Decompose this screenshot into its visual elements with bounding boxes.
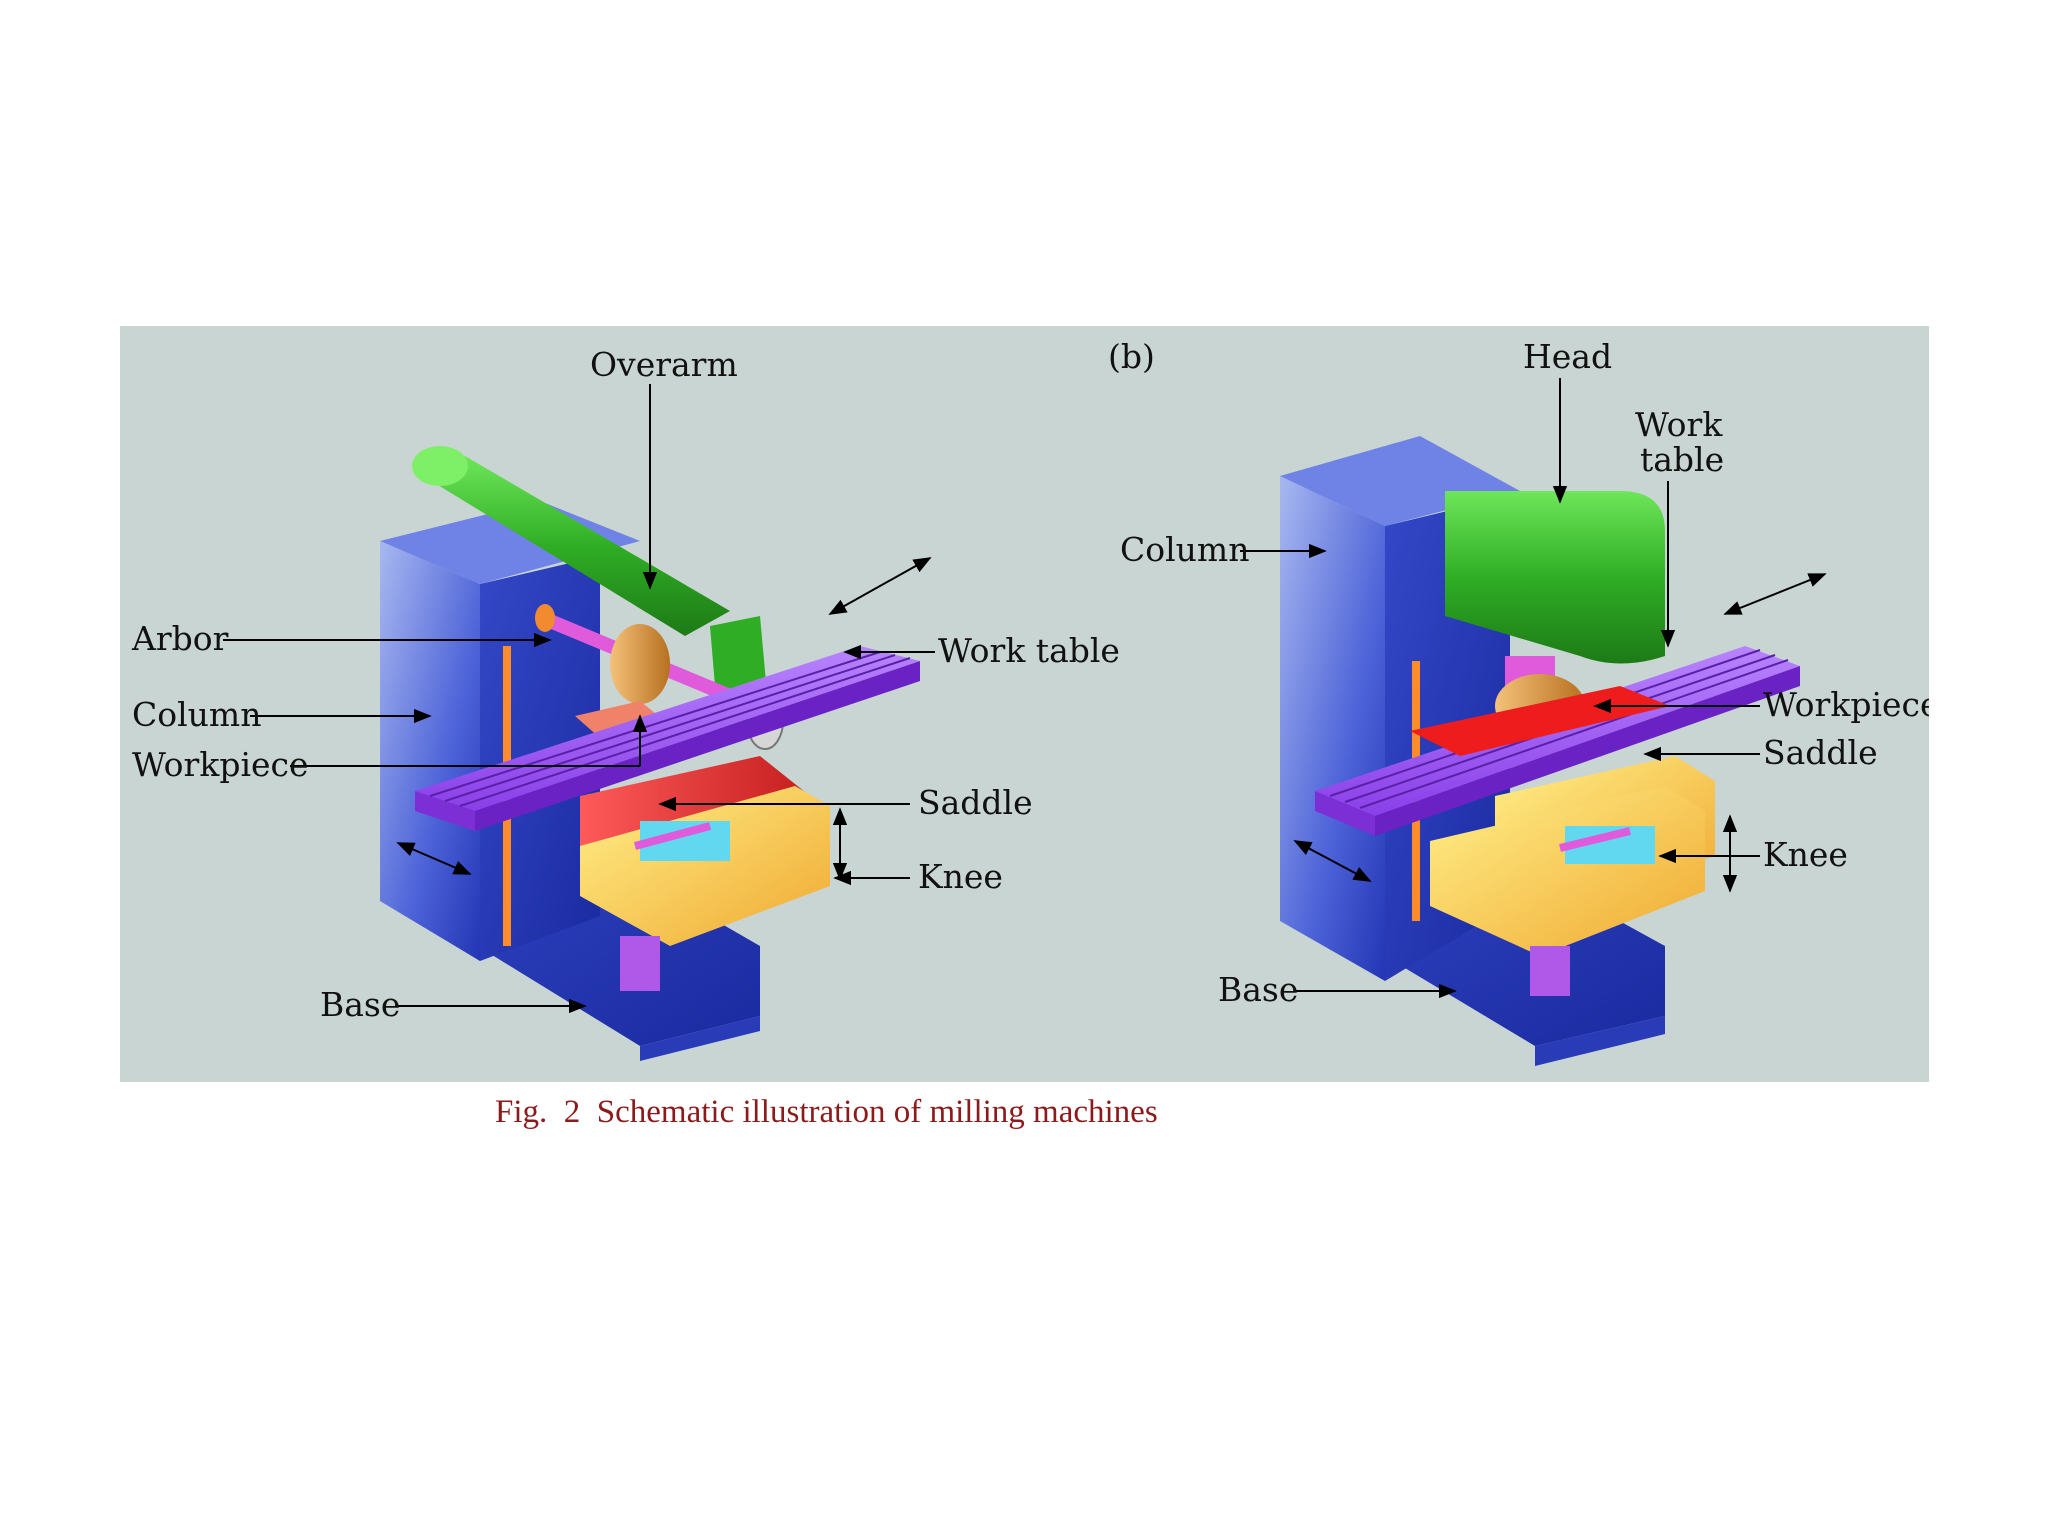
column-a <box>380 541 480 961</box>
label-overarm-a: Overarm <box>590 345 738 384</box>
knee-b <box>1430 786 1705 996</box>
label-base-b: Base <box>1218 970 1298 1009</box>
diagram-b: (b) <box>1108 337 1929 1066</box>
label-head-b: Head <box>1523 337 1612 376</box>
label-saddle-a: Saddle <box>918 783 1033 822</box>
label-column-a: Column <box>132 695 261 734</box>
milling-machines-diagram: Overarm Arbor Column Workpiece Work tabl… <box>120 326 1929 1082</box>
label-saddle-b: Saddle <box>1763 733 1878 772</box>
label-work-table-b-line1: Work <box>1635 405 1723 444</box>
label-base-a: Base <box>320 985 400 1024</box>
label-knee-b: Knee <box>1763 835 1848 874</box>
figure-panel: Overarm Arbor Column Workpiece Work tabl… <box>120 326 1929 1082</box>
cutter-a <box>610 624 670 704</box>
label-arbor-a: Arbor <box>131 619 229 658</box>
panel-tag-b: (b) <box>1108 337 1155 376</box>
figure-caption: Fig. 2 Schematic illustration of milling… <box>495 1094 1158 1130</box>
work-table-a <box>415 646 920 831</box>
label-workpiece-b: Workpiece <box>1763 685 1929 724</box>
label-column-b: Column <box>1120 530 1249 569</box>
label-knee-a: Knee <box>918 857 1003 896</box>
label-work-table-a: Work table <box>938 631 1120 670</box>
workpiece-a <box>575 701 665 738</box>
label-workpiece-a: Workpiece <box>132 745 309 784</box>
knee-a <box>580 786 830 991</box>
label-work-table-b-line2: table <box>1640 440 1724 479</box>
diagram-a: Overarm Arbor Column Workpiece Work tabl… <box>131 345 1120 1061</box>
